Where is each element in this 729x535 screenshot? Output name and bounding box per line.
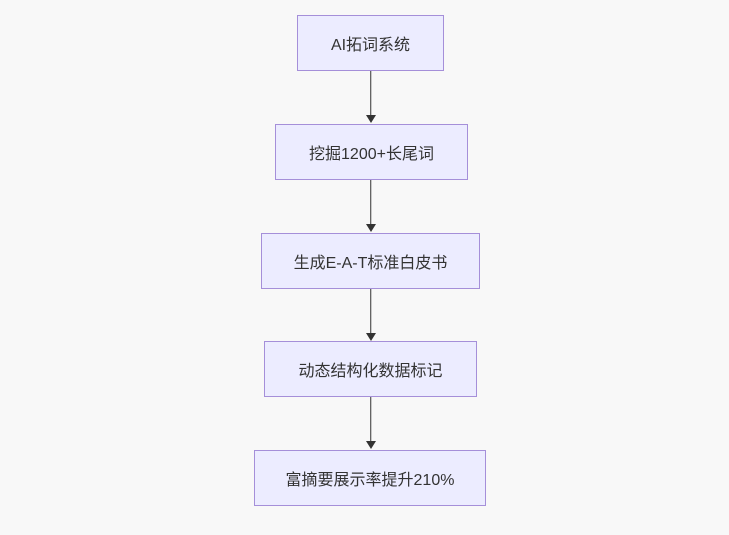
flow-arrow-2-3	[365, 180, 376, 233]
arrow-line	[369, 397, 372, 443]
flow-node-eat-whitepaper: 生成E-A-T标准白皮书	[261, 233, 480, 289]
arrow-line	[369, 71, 372, 117]
flow-arrow-4-5	[365, 397, 376, 450]
arrowhead-down-icon	[365, 224, 376, 232]
flow-node-longtail-mining: 挖掘1200+长尾词	[275, 124, 468, 180]
arrow-line	[369, 180, 372, 226]
flow-node-rich-snippet-rate: 富摘要展示率提升210%	[254, 450, 486, 506]
flow-node-structured-data-markup: 动态结构化数据标记	[264, 341, 477, 397]
arrowhead-down-icon	[365, 115, 376, 123]
flow-node-ai-keyword-system: AI拓词系统	[297, 15, 444, 71]
arrowhead-down-icon	[365, 441, 376, 449]
arrowhead-down-icon	[365, 333, 376, 341]
arrow-line	[369, 289, 372, 335]
flow-arrow-3-4	[365, 289, 376, 342]
flow-arrow-1-2	[365, 71, 376, 124]
